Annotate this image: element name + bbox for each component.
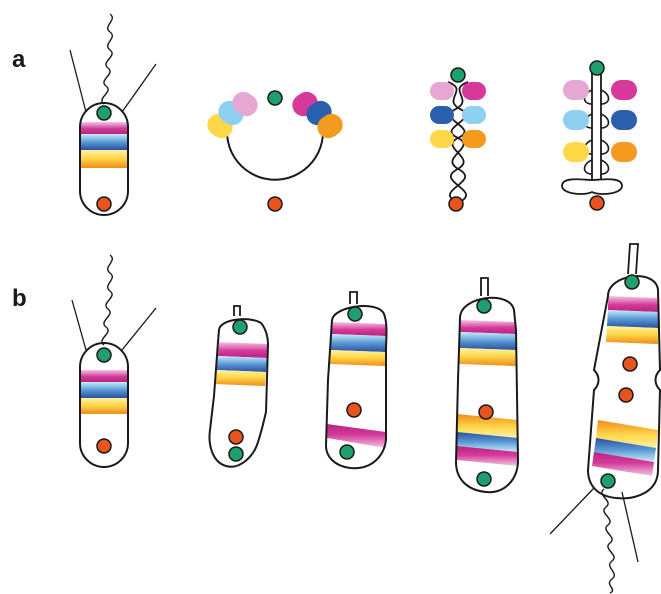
cell-b3 — [326, 292, 387, 468]
terminus-dot — [590, 196, 604, 210]
band-orange — [330, 350, 386, 366]
terminus-dot — [268, 197, 282, 211]
cell-b2 — [210, 306, 268, 467]
locus-yellow — [430, 130, 454, 148]
stalk — [481, 278, 488, 296]
band-orange — [80, 398, 128, 414]
pilus — [550, 488, 594, 534]
terminus-dot — [97, 439, 111, 453]
locus-orange — [462, 130, 486, 148]
chromosome-ring — [227, 122, 323, 180]
locus-lightblue — [563, 110, 589, 130]
origin-dot — [340, 445, 354, 459]
origin-dot — [601, 474, 615, 488]
origin-dot — [233, 320, 247, 334]
band-orange — [606, 326, 658, 344]
band-blue — [607, 310, 658, 328]
cell-b1 — [72, 255, 156, 467]
band-orange — [214, 370, 266, 386]
origin-dot — [268, 91, 282, 105]
locus-magenta — [462, 82, 486, 100]
pilus — [122, 64, 156, 112]
locus-lightblue — [462, 106, 486, 124]
terminus-dot — [619, 388, 633, 402]
terminus-dot — [347, 403, 361, 417]
cell-b4 — [456, 278, 518, 492]
flagellum — [102, 14, 112, 104]
locus-orange — [611, 142, 637, 162]
stalk — [628, 244, 638, 274]
locus-lightpink — [430, 82, 454, 100]
stalk — [350, 292, 357, 304]
terminus-dot — [479, 405, 493, 419]
loop — [585, 160, 609, 174]
origin-dot — [477, 299, 491, 313]
band-blue — [216, 356, 267, 372]
origin-dot — [590, 61, 604, 75]
flagellum — [102, 255, 112, 345]
band-blue — [80, 134, 128, 150]
origin-dot — [625, 275, 639, 289]
pilus — [72, 300, 86, 350]
origin-dot — [229, 447, 243, 461]
flagellum — [602, 489, 614, 593]
origin-dot — [348, 307, 362, 321]
origin-dot — [451, 68, 465, 82]
twisted-chromosome — [430, 68, 486, 211]
locus-blue — [430, 106, 454, 124]
cell-a1 — [70, 14, 156, 215]
band-blue — [459, 332, 516, 350]
pilus — [122, 308, 156, 350]
band-magenta — [80, 370, 128, 382]
cell-b5-predivisional — [550, 244, 660, 593]
pilus — [622, 492, 638, 562]
origin-dot — [477, 472, 491, 486]
band-orange — [80, 150, 128, 168]
band-blue — [80, 382, 128, 398]
stalk — [234, 306, 240, 316]
locus-magenta — [611, 80, 637, 100]
band-blue — [330, 334, 386, 352]
band-orange — [459, 348, 516, 366]
band-magenta — [331, 322, 386, 336]
locus-blue — [611, 110, 637, 130]
band-magenta — [218, 342, 268, 358]
terminus-dot — [229, 430, 243, 444]
band-magenta — [460, 320, 515, 334]
terminus-dot — [623, 357, 637, 371]
terminus-dot — [97, 197, 111, 211]
terminus-dot — [449, 197, 463, 211]
band-magenta — [80, 122, 128, 134]
origin-dot — [97, 348, 111, 362]
circular-chromosome — [203, 88, 347, 211]
pilus — [70, 50, 86, 112]
branched-chromosome — [562, 61, 637, 210]
origin-dot — [97, 106, 111, 120]
band-magenta — [608, 296, 658, 312]
locus-lightpink — [563, 80, 589, 100]
locus-yellow — [563, 142, 589, 162]
